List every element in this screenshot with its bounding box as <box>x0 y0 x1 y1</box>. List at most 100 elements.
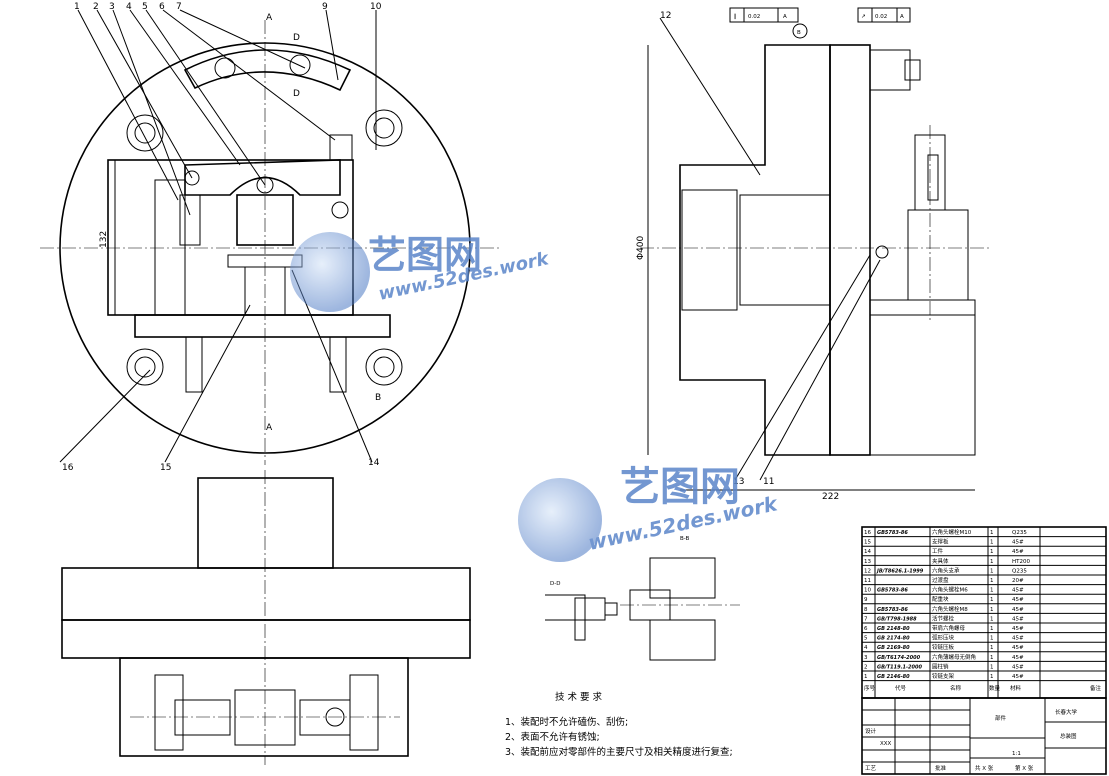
bom-header-code: 代号 <box>895 684 907 692</box>
gdt-frame-1: ∥ 0.02 A <box>729 7 799 23</box>
svg-text:2、表面不允许有锈蚀;: 2、表面不允许有锈蚀; <box>505 731 600 743</box>
bom-code: GB5783-86 <box>877 530 908 536</box>
bom-header-no: 序号 <box>864 684 876 692</box>
workpiece <box>236 194 294 246</box>
svg-text:B-B: B-B <box>680 536 690 542</box>
bom-qty: 1 <box>990 597 994 603</box>
callout-11: 12 <box>660 11 671 21</box>
dim-222: 222 <box>822 492 839 502</box>
section-a-top: A <box>266 13 273 23</box>
bom-mat: 45# <box>1012 616 1024 622</box>
bom-code: GB/T119.1-2000 <box>877 664 922 670</box>
bom-mat: 45# <box>1012 597 1024 603</box>
bom-name: 六角头螺栓M10 <box>932 528 972 536</box>
bom-name: 带肩六角螺母 <box>932 624 966 632</box>
svg-text:5: 5 <box>142 2 148 12</box>
svg-text:7: 7 <box>176 2 182 12</box>
bom-qty: 1 <box>990 626 994 632</box>
front-view: 132 A A B D D 1 2 3 4 5 6 7 <box>40 2 500 473</box>
svg-text:6: 6 <box>159 2 165 12</box>
bom-no: 10 <box>864 588 871 594</box>
bom-no: 1 <box>864 674 868 680</box>
school-name: 长春大学 <box>1055 708 1078 716</box>
counterweight <box>183 49 352 92</box>
sheet-number: 第 X 张 <box>1015 764 1034 772</box>
bom-qty: 1 <box>990 636 994 642</box>
bom-code: GB 2146-80 <box>877 674 910 680</box>
bom-header-name: 名称 <box>950 684 962 692</box>
bom-no: 7 <box>864 616 868 622</box>
svg-text:A: A <box>900 14 904 20</box>
bom-no: 16 <box>864 530 871 536</box>
bom-name: 过渡盘 <box>932 576 949 584</box>
bom-mat: 20# <box>1012 578 1024 584</box>
bom-name: 弧形压块 <box>932 634 955 642</box>
gdt-frame-2: ↗ 0.02 A <box>857 7 911 23</box>
bom-mat: Q235 <box>1012 568 1027 574</box>
bom-qty: 1 <box>990 568 994 574</box>
svg-text:设计: 设计 <box>865 727 877 735</box>
bom-qty: 1 <box>990 607 994 613</box>
bom-name: 圆柱销 <box>932 662 949 670</box>
bom-no: 2 <box>864 664 868 670</box>
bom-code: GB/T798-1988 <box>877 616 917 622</box>
bom-no: 8 <box>864 607 868 613</box>
svg-text:9: 9 <box>322 2 328 12</box>
svg-text:A: A <box>783 14 787 20</box>
svg-text:技 术 要 求: 技 术 要 求 <box>555 691 603 703</box>
bom-qty: 1 <box>990 540 994 546</box>
section-bb: B-B <box>620 536 740 661</box>
svg-text:批准: 批准 <box>935 764 947 772</box>
bolt-holes <box>126 109 403 386</box>
bom-mat: 45# <box>1012 645 1024 651</box>
datum-b: B <box>797 30 801 36</box>
bom-header-remark: 备注 <box>1090 684 1102 692</box>
bom-row: 2 GB/T119.1-2000 圆柱销 1 45# <box>864 662 1024 670</box>
bom-mat: 45# <box>1012 664 1024 670</box>
bom-no: 6 <box>864 626 868 632</box>
svg-text:10: 10 <box>370 2 382 12</box>
bom-code: JB/T8626.1-1999 <box>876 568 924 574</box>
svg-text:艺图网: 艺图网 <box>368 233 482 277</box>
bom-name: 铰链压板 <box>932 643 955 651</box>
side-view: Φ400 222 ∥ 0.02 A ↗ 0.02 A B 12 13 11 <box>636 7 990 502</box>
svg-text:D-D: D-D <box>550 581 560 587</box>
bom-header-qty: 数量 <box>989 684 1001 692</box>
bom-no: 4 <box>864 645 868 651</box>
bom-name: 六角头螺栓M6 <box>932 586 968 594</box>
bom-name: 六角头支承 <box>932 566 960 574</box>
section-d-bottom: D <box>293 89 300 99</box>
bom-name: 支撑板 <box>932 538 949 546</box>
title-block: 长春大学 部件 总装图 1:1 共 X 张 第 X 张 设计 XXX 工艺 批准 <box>861 697 1107 775</box>
bom-name: 夹具体 <box>932 557 949 565</box>
bom-qty: 1 <box>990 616 994 622</box>
bom-mat: HT200 <box>1012 559 1030 565</box>
bom-qty: 1 <box>990 549 994 555</box>
section-dd: D-D <box>545 581 618 641</box>
svg-text:工艺: 工艺 <box>865 765 877 772</box>
bom-code: GB5783-86 <box>877 607 908 613</box>
technical-requirements: 技 术 要 求 1、装配时不允许磕伤、刮伤; 2、表面不允许有锈蚀; 3、装配前… <box>505 691 733 758</box>
bom-mat: 45# <box>1012 549 1024 555</box>
top-view <box>61 470 471 765</box>
svg-text:16: 16 <box>62 463 74 473</box>
callout-labels: 1 2 3 4 5 6 7 9 10 16 15 14 <box>62 2 382 473</box>
svg-text:3、装配前应对零部件的主要尺寸及相关精度进行复查;: 3、装配前应对零部件的主要尺寸及相关精度进行复查; <box>505 746 733 758</box>
bom-mat: 45# <box>1012 655 1024 661</box>
bom-mat: 45# <box>1012 636 1024 642</box>
section-a-bottom: A <box>266 423 273 433</box>
bom-qty: 1 <box>990 664 994 670</box>
svg-text:14: 14 <box>368 458 380 468</box>
